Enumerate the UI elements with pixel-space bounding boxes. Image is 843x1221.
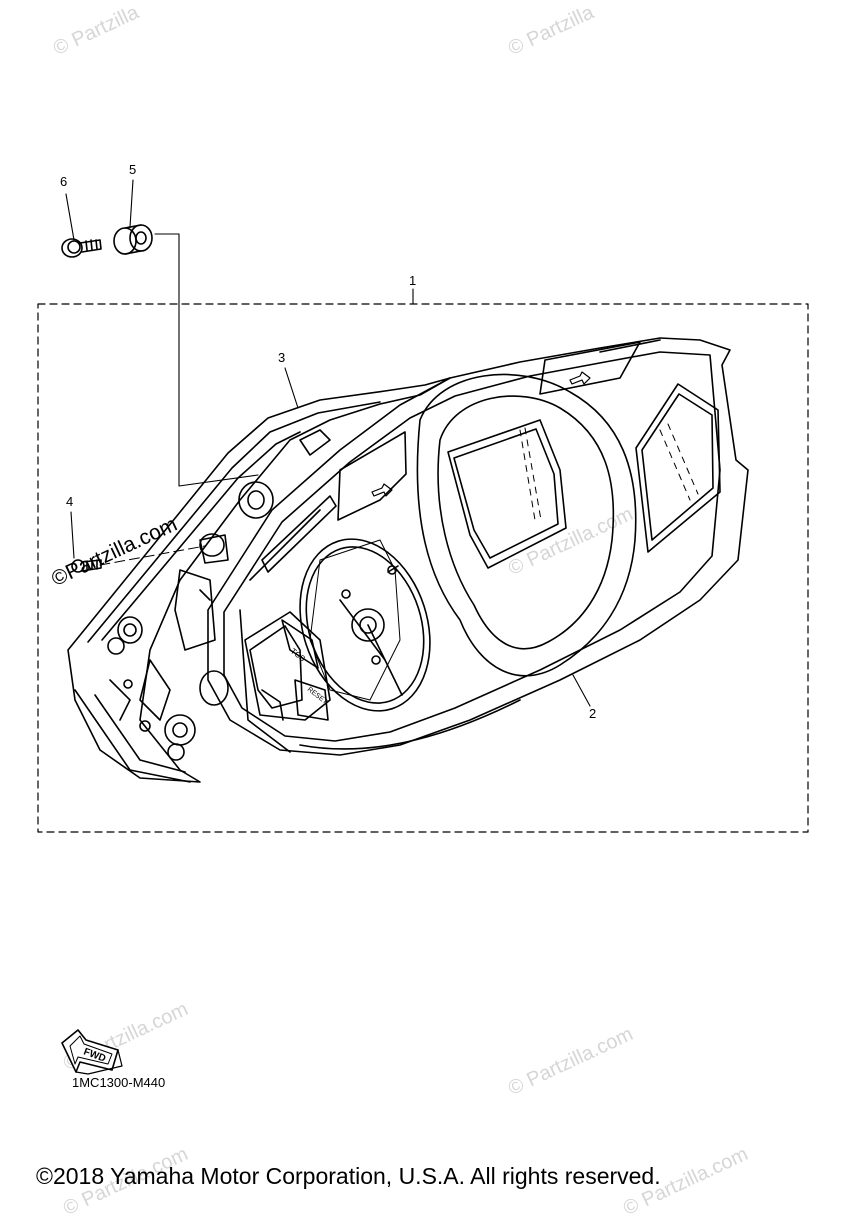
leader-line-4	[70, 511, 75, 559]
screw-part-4	[71, 559, 102, 573]
callout-5: 5	[129, 162, 137, 177]
screw-relation-line	[99, 545, 206, 566]
callout-3: 3	[278, 350, 286, 365]
forward-direction-arrow	[61, 1029, 123, 1075]
callout-1: 1	[409, 273, 417, 288]
grommet-relation-line	[154, 233, 259, 487]
tcs-button-label: TCS	[289, 646, 307, 663]
grommet-part-5	[113, 224, 153, 255]
diagram-code: 1MC1300-M440	[72, 1075, 166, 1090]
leader-line-6	[65, 193, 75, 241]
lower-case-part-3	[67, 377, 451, 783]
leader-line-5	[129, 179, 134, 228]
leader-line-3	[284, 367, 299, 409]
assembly-boundary-box	[37, 303, 809, 833]
meter-cover-part-2	[207, 337, 749, 756]
callout-2: 2	[589, 706, 597, 721]
copyright-notice: ©2018 Yamaha Motor Corporation, U.S.A. A…	[36, 1163, 661, 1189]
leader-line-2	[572, 674, 591, 707]
bolt-part-6	[61, 238, 102, 258]
callout-4: 4	[66, 494, 74, 509]
callout-6: 6	[60, 174, 68, 189]
